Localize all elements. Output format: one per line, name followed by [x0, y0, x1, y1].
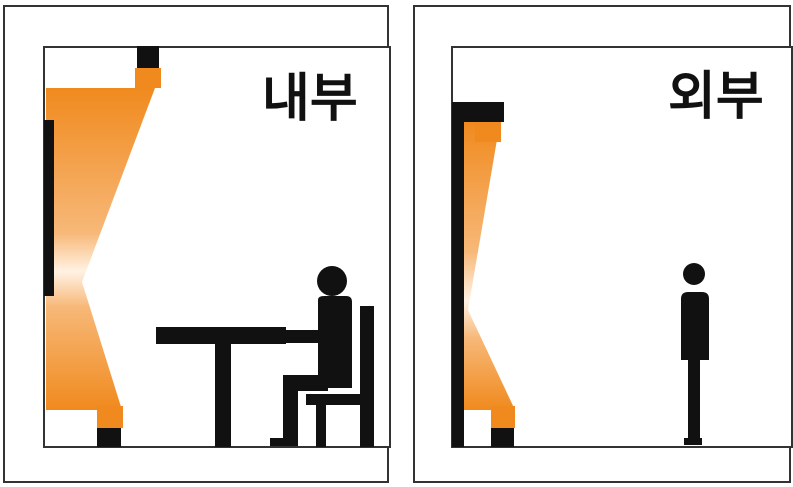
wall-pole — [452, 102, 464, 447]
panel-indoor: 내부 — [4, 6, 390, 482]
panel-outdoor: 외부 — [414, 6, 792, 482]
floor-light-icon — [97, 406, 123, 447]
floor-light-icon — [491, 406, 515, 447]
panel-label-indoor: 내부 — [262, 69, 358, 129]
panel-label-outdoor: 외부 — [668, 67, 764, 127]
wall-strip — [44, 120, 54, 296]
light-fixture-icon — [135, 46, 161, 88]
